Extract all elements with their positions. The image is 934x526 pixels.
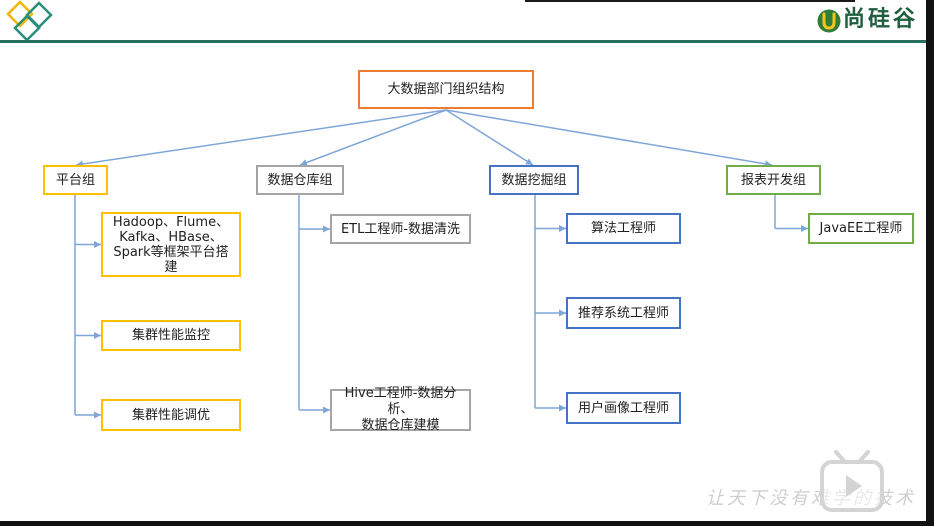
top-bar-line bbox=[525, 0, 855, 2]
role-node-recommendation-engineer: 推荐系统工程师 bbox=[566, 297, 681, 329]
connector-root-to-reporting bbox=[445, 109, 773, 168]
connector-root-to-data-mining bbox=[445, 109, 534, 166]
role-node-cluster-monitoring: 集群性能监控 bbox=[101, 320, 241, 351]
group-node-platform: 平台组 bbox=[43, 165, 108, 195]
connector-root-to-data-warehouse bbox=[299, 109, 447, 166]
brand-name: 尚硅谷 bbox=[843, 7, 919, 32]
connector-root-to-platform bbox=[75, 109, 447, 168]
u-circle-logo-icon bbox=[817, 9, 841, 33]
role-node-etl-engineer: ETL工程师-数据清洗 bbox=[330, 214, 471, 244]
role-node-user-profile-engineer: 用户画像工程师 bbox=[566, 392, 681, 424]
header-divider bbox=[0, 40, 926, 43]
role-node-cluster-tuning: 集群性能调优 bbox=[101, 399, 241, 431]
role-node-framework-platform: Hadoop、Flume、 Kafka、HBase、 Spark等框架平台搭 建 bbox=[101, 212, 241, 277]
role-node-javaee-engineer: JavaEE工程师 bbox=[808, 213, 914, 244]
diamond-logo-icon bbox=[6, 0, 53, 42]
tv-play-icon[interactable] bbox=[818, 448, 886, 514]
frame-border-right bbox=[926, 0, 934, 526]
frame-border-bottom bbox=[0, 521, 934, 526]
group-node-data-warehouse: 数据仓库组 bbox=[256, 165, 344, 195]
group-node-data-mining: 数据挖掘组 bbox=[489, 165, 579, 195]
role-node-hive-engineer: Hive工程师-数据分析、 数据仓库建模 bbox=[330, 386, 471, 433]
org-root-node: 大数据部门组织结构 bbox=[358, 70, 534, 109]
group-node-reporting: 报表开发组 bbox=[726, 165, 821, 195]
role-node-algorithm-engineer: 算法工程师 bbox=[566, 213, 681, 244]
